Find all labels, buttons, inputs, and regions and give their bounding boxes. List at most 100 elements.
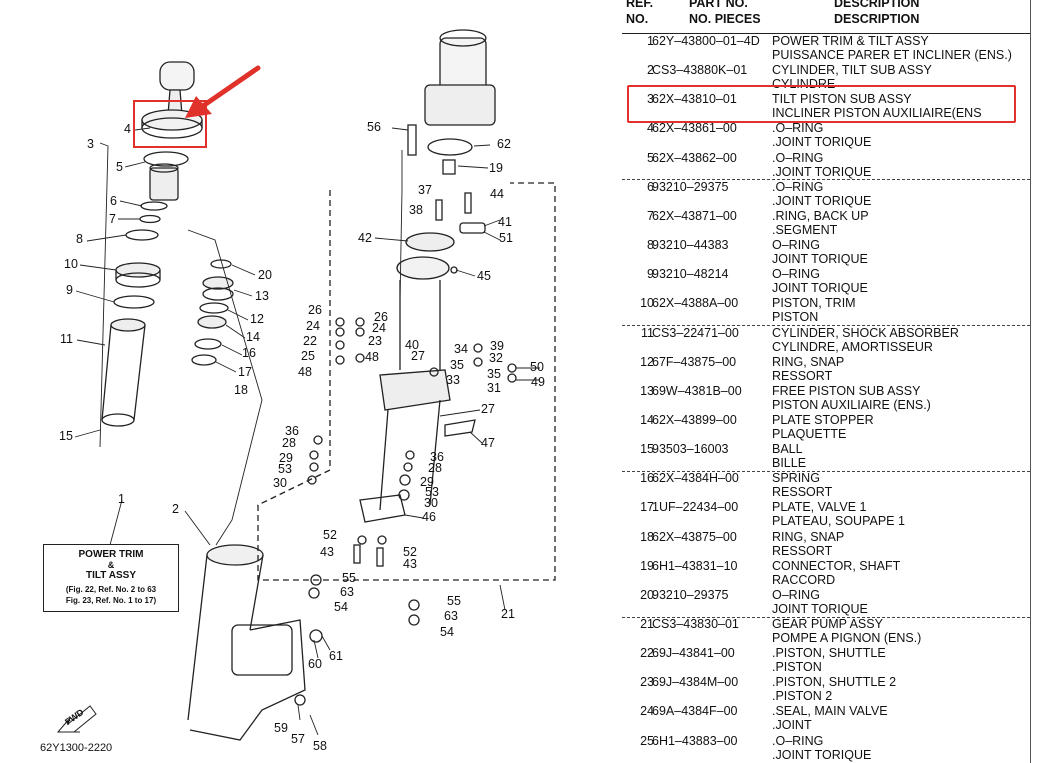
pump-plate-part <box>396 256 450 280</box>
header-part-no-1: PART NO. <box>689 0 748 10</box>
callout-23: 23 <box>368 334 382 348</box>
part-number: 69J–43841–00 <box>652 646 735 661</box>
callout-18: 18 <box>234 383 248 397</box>
description-en: TILT PISTON SUB ASSY <box>772 92 912 107</box>
description-en: GEAR PUMP ASSY <box>772 617 883 631</box>
part-number: 69W–4381B–00 <box>652 383 742 398</box>
shock-absorber-cylinder-part <box>101 318 146 427</box>
part-number: 69A–4384F–00 <box>652 704 738 719</box>
part-number: 93210–29375 <box>652 587 729 602</box>
ref-number: 6 <box>647 179 654 194</box>
o-ring-part <box>113 295 155 309</box>
description-fr: JOINT TORIQUE <box>772 252 868 267</box>
callout-53: 53 <box>278 462 292 476</box>
part-number: 62X–43899–00 <box>652 412 737 427</box>
callout-3: 3 <box>87 137 94 151</box>
diagram-drawing <box>56 29 556 741</box>
callout-38: 38 <box>409 203 423 217</box>
callout-12: 12 <box>250 312 264 326</box>
shuttle-piston-part <box>444 419 476 437</box>
ref-number: 20 <box>640 587 654 602</box>
description-en: O–RING <box>772 238 820 253</box>
description-en: .RING, BACK UP <box>772 208 869 223</box>
part-number: 62Y–43800–01–4D <box>652 34 760 48</box>
callout-63b: 63 <box>444 609 458 623</box>
group-separator <box>622 179 1030 180</box>
tilt-piston-rod <box>159 61 195 116</box>
ref-number: 21 <box>640 617 654 631</box>
callout-35: 35 <box>450 358 464 372</box>
description-en: .PISTON, SHUTTLE <box>772 646 886 661</box>
part-number: 6H1–43831–10 <box>652 558 738 573</box>
callout-63: 63 <box>340 585 354 599</box>
callout-56: 56 <box>367 120 381 134</box>
callout-30: 30 <box>273 476 287 490</box>
callout-28b: 28 <box>428 461 442 475</box>
ref-number: 24 <box>640 704 654 719</box>
part-number: 62X–4388A–00 <box>652 296 739 311</box>
highlight-box-row-3 <box>627 85 1016 123</box>
callout-37: 37 <box>418 183 432 197</box>
callout-26b: 26 <box>374 310 388 324</box>
callout-31: 31 <box>487 381 501 395</box>
part-number: 62X–43875–00 <box>652 529 737 544</box>
ref-number: 19 <box>640 558 654 573</box>
description-fr: RESSORT <box>772 485 833 500</box>
pump-shaft-part <box>399 280 441 380</box>
callout-54: 54 <box>334 600 348 614</box>
part-number: 62X–43810–01 <box>652 92 737 107</box>
description-fr: CYLINDRE <box>772 77 836 92</box>
description-fr: BILLE <box>772 456 807 471</box>
highlight-arrow <box>185 65 261 118</box>
callout-32: 32 <box>489 351 503 365</box>
assembly-label-subtitle: TILT ASSY <box>86 570 136 581</box>
callout-5: 5 <box>116 160 123 174</box>
description-en: FREE PISTON SUB ASSY <box>772 383 921 398</box>
description-en: .SEAL, MAIN VALVE <box>772 704 888 719</box>
callout-50: 50 <box>530 360 544 374</box>
description-fr: POMPE A PIGNON (ENS.) <box>772 631 922 645</box>
description-en: CYLINDER, SHOCK ABSORBER <box>772 325 959 340</box>
callout-25: 25 <box>301 349 315 363</box>
description-en: CYLINDER, TILT SUB ASSY <box>772 63 932 78</box>
header-part-no-2: NO. PIECES <box>689 12 761 26</box>
ref-number: 12 <box>640 354 654 369</box>
ref-number: 4 <box>647 121 654 136</box>
group-separator <box>622 471 1030 472</box>
description-fr: PLATEAU, SOUPAPE 1 <box>772 514 905 529</box>
header-divider <box>622 33 1030 34</box>
description-fr: JOINT TORIQUE <box>772 281 868 296</box>
o-ring-part <box>427 138 473 156</box>
callout-60: 60 <box>308 657 322 671</box>
callout-52b: 52 <box>403 545 417 559</box>
snap-ring-part <box>199 302 229 314</box>
header-ref-1: REF. <box>626 0 654 10</box>
callout-29b: 29 <box>420 475 434 489</box>
callout-59: 59 <box>274 721 288 735</box>
callout-45: 45 <box>477 269 491 283</box>
callout-61: 61 <box>329 649 343 663</box>
callout-13: 13 <box>255 289 269 303</box>
description-en: O–RING <box>772 587 820 602</box>
callout-40: 40 <box>405 338 419 352</box>
part-number: 1UF–22434–00 <box>652 500 739 515</box>
ref-number: 3 <box>647 92 654 107</box>
plate-stopper-part <box>197 315 227 329</box>
small-fittings <box>307 192 517 626</box>
assembly-label-box: POWER TRIM & TILT ASSY (Fig. 22, Ref. No… <box>43 544 179 612</box>
part-number: 62X–43862–00 <box>652 150 737 165</box>
part-number: CS3–43880K–01 <box>652 63 748 78</box>
part-number: 62X–43861–00 <box>652 121 737 136</box>
gear-pump-part <box>405 232 455 252</box>
callout-36b: 36 <box>430 450 444 464</box>
header-ref-2: NO. <box>626 12 649 26</box>
callout-6: 6 <box>110 194 117 208</box>
